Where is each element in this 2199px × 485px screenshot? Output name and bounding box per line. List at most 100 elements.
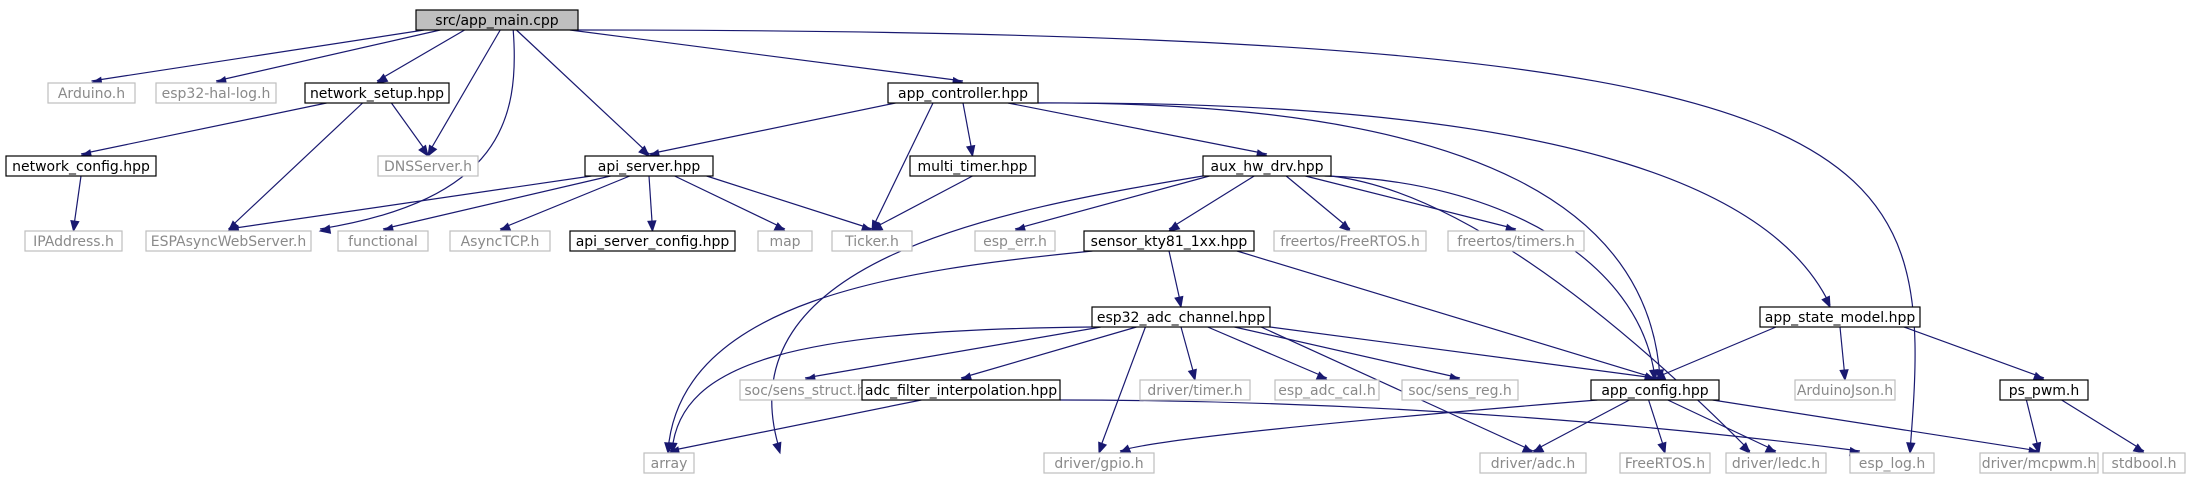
node-adcchan[interactable]: esp32_adc_channel.hpp [1091,306,1271,328]
node-label: IPAddress.h [33,234,114,250]
node-appctrl[interactable]: app_controller.hpp [887,82,1039,104]
edge-line [668,399,922,452]
node-box [1619,452,1711,474]
node-ipaddr: IPAddress.h [24,230,123,252]
edge-app_main-to-netsetup [375,29,465,84]
node-box [415,9,579,31]
edge-auxhw-to-appcfg [1324,175,1659,382]
edge-line [671,326,1093,452]
node-label: esp32-hal-log.h [162,86,271,102]
edge-arrowhead [1187,368,1197,382]
edge-kty-to-appcfg [1236,250,1657,382]
node-label: functional [348,234,418,250]
node-multitimer[interactable]: multi_timer.hpp [909,155,1036,177]
node-label: esp_err.h [983,234,1047,250]
edge-adcchan-to-dtimer [1180,326,1197,382]
edge-line [1839,326,1846,379]
node-label: adc_filter_interpolation.hpp [865,383,1057,399]
node-box [1479,452,1587,474]
edge-pspwm-to-mcpwm [2025,399,2042,455]
edge-arrowhead [1839,369,1849,382]
node-box [1139,379,1251,401]
edge-appctrl-to-auxhw [1007,102,1269,159]
node-arduino: Arduino.h [47,82,136,104]
edge-multitimer-to-ticker [870,175,973,232]
node-label: AsyncTCP.h [461,234,540,250]
node-dns: DNSServer.h [377,155,479,177]
node-apicfg[interactable]: api_server_config.hpp [569,230,736,252]
edge-apiserver-to-espasync [227,175,592,235]
node-label: array [651,456,688,472]
node-espasync: ESPAsyncWebServer.h [145,230,312,252]
edge-auxhw-to-esperr [1013,175,1210,233]
edge-line [1305,175,1517,230]
edge-line [72,175,82,230]
node-netconfig[interactable]: network_config.hpp [5,155,157,177]
edge-line [2025,399,2040,452]
node-label: ArduinoJson.h [1797,383,1893,399]
edge-line [516,29,650,155]
node-label: app_controller.hpp [898,86,1028,102]
node-box [1759,306,1921,328]
edge-arrowhead [1648,368,1659,382]
edge-netsetup-to-dns [390,102,429,158]
edge-line [648,175,654,230]
node-box [1083,230,1255,252]
node-gpio: driver/gpio.h [1043,452,1155,474]
edge-netsetup-to-netconfig [79,102,327,159]
edge-arrowhead [668,442,678,455]
edge-arrowhead [1739,442,1751,454]
node-label: Ticker.h [844,234,899,250]
edge-line [674,175,786,230]
edge-line [228,175,592,230]
edge-kty-to-array [664,250,1093,455]
node-box [1043,452,1155,474]
edge-line [1712,399,2040,452]
node-appcfg[interactable]: app_config.hpp [1590,379,1720,401]
node-pspwm[interactable]: ps_pwm.h [1999,379,2089,401]
node-auxhw[interactable]: aux_hw_drv.hpp [1202,155,1332,177]
node-label: soc/sens_reg.h [1408,383,1512,399]
edge-line [319,29,515,230]
edge-pspwm-to-stdbool [2061,399,2146,454]
node-box [909,155,1036,177]
node-label: network_config.hpp [12,159,150,175]
edge-line [771,175,1204,452]
node-adcfilter[interactable]: adc_filter_interpolation.hpp [861,379,1061,401]
node-apiserver[interactable]: api_server.hpp [584,155,714,177]
edge-line [1098,326,1146,452]
edge-line [1324,175,1656,379]
node-box [1849,452,1935,474]
edge-line [80,102,327,155]
node-box [145,230,312,252]
node-box [974,230,1056,252]
node-label: api_server_config.hpp [576,234,730,250]
edge-kty-to-adcchan [1168,250,1184,309]
edge-line [569,29,964,82]
edge-appcfg-to-dadc [1531,399,1630,454]
node-box [1590,379,1720,401]
edge-statemodel-to-pspwm [1903,326,2046,381]
edge-line [804,326,1102,379]
node-app_main[interactable]: src/app_main.cpp [415,9,579,31]
edge-arrowhead [647,220,657,233]
edge-line [1168,250,1182,306]
edge-line [648,102,896,155]
edge-arrowhead [965,144,976,158]
node-label: app_state_model.hpp [1765,310,1916,326]
node-box [47,82,136,104]
node-netsetup[interactable]: network_setup.hpp [304,82,450,104]
node-adccal: esp_adc_cal.h [1274,379,1380,401]
edge-app_main-to-apiserver [516,29,650,157]
edge-arrowhead [2031,441,2042,455]
node-dtimer: driver/timer.h [1139,379,1251,401]
node-statemodel[interactable]: app_state_model.hpp [1759,306,1921,328]
node-kty[interactable]: sensor_kty81_1xx.hpp [1083,230,1255,252]
edge-line [1037,102,1831,306]
edge-arrowhead [1174,295,1184,309]
node-label: driver/gpio.h [1054,456,1143,472]
edge-line [1903,326,2045,379]
edge-line [1654,326,1777,379]
edge-line [1119,399,1598,452]
